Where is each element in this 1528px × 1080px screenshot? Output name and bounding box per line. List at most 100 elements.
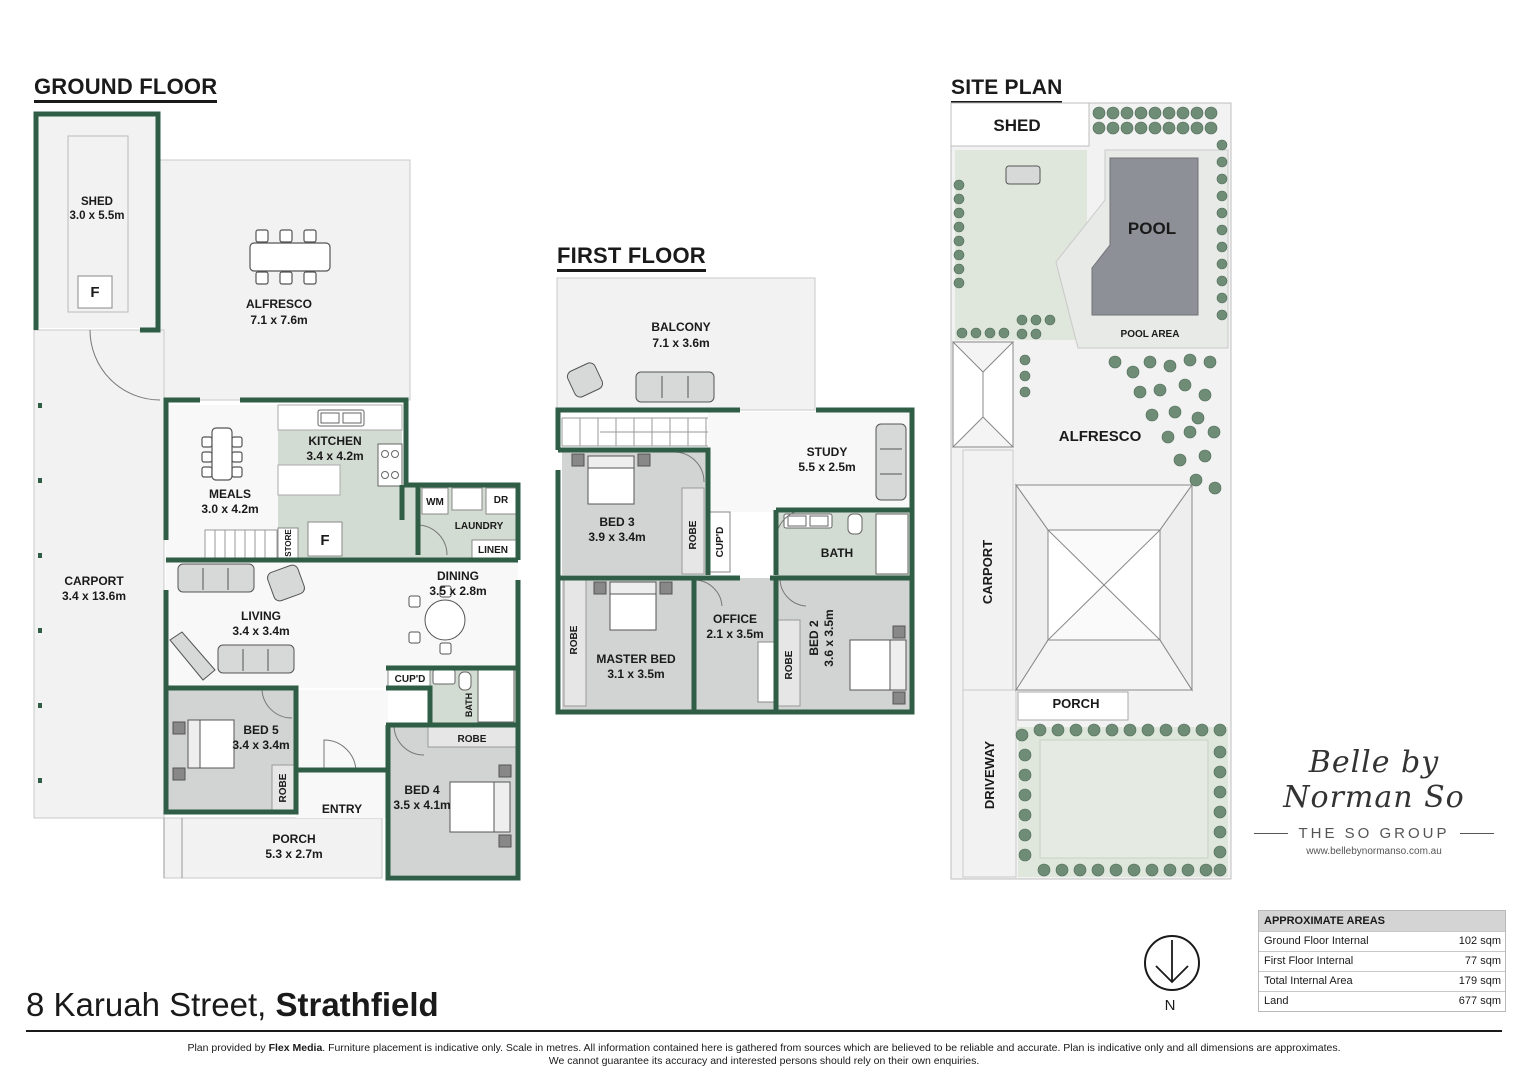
gf-cupd-label: CUP'D [395, 674, 426, 685]
bed2-nightstands [892, 625, 906, 705]
ff-door-arcs [673, 451, 807, 607]
living-dims: 3.4 x 3.4m [232, 624, 289, 638]
site-shed-furniture [1005, 165, 1041, 185]
ff-cupd-label: CUP'D [715, 527, 726, 558]
entry-door-arc [323, 739, 357, 773]
bed4-name: BED 4 [404, 783, 440, 797]
areas-row-value: 179 sqm [1458, 975, 1501, 987]
porch-area [163, 817, 383, 879]
areas-row-value: 677 sqm [1458, 995, 1501, 1007]
brand-script: Belle by Norman So [1283, 745, 1465, 815]
bed4-bed-icon [449, 781, 511, 833]
areas-row-label: Land [1264, 995, 1289, 1007]
brand-rule-right [1459, 833, 1494, 834]
footer-rule [26, 1030, 1502, 1032]
dining-table-icon [408, 585, 466, 655]
linen-label: LINEN [478, 545, 508, 556]
alfresco-table-icon [249, 229, 331, 285]
areas-row-label: First Floor Internal [1264, 955, 1354, 967]
site-porch-label: PORCH [1053, 696, 1100, 711]
porch-name: PORCH [272, 832, 315, 846]
carport-strip [962, 449, 1014, 691]
carport-dims: 3.4 x 13.6m [62, 589, 126, 603]
office-name: OFFICE [713, 612, 757, 626]
meals-table-icon [201, 427, 243, 481]
ground-floor-heading: GROUND FLOOR [34, 75, 218, 103]
disclaimer-line-1: Plan provided by Flex Media. Furniture p… [26, 1042, 1502, 1055]
master-bed-name: MASTER BED [596, 652, 676, 666]
site-carport-roof [951, 341, 1015, 448]
site-driveway-label: DRIVEWAY [982, 741, 997, 809]
bed2-dims: 3.6 x 3.5m [822, 609, 836, 666]
shed-fridge-label: F [90, 284, 99, 301]
entry-name: ENTRY [322, 802, 362, 816]
bed4-dims: 3.5 x 4.1m [393, 798, 450, 812]
site-shed-area [950, 102, 1090, 147]
site-porch-area [1017, 691, 1129, 721]
tv-unit-icon [169, 631, 216, 681]
brand-group-line: THE SO GROUP [1250, 825, 1498, 842]
dining-name: DINING [437, 569, 479, 583]
site-pool-area-label: POOL AREA [1121, 329, 1180, 340]
bed3-nightstands [571, 453, 651, 467]
site-shrubs [953, 106, 1228, 877]
balcony-dims: 7.1 x 3.6m [652, 336, 709, 350]
bed2-robe-label: ROBE [784, 650, 795, 679]
laundry-name: LAUNDRY [455, 521, 504, 532]
laundry-tub [451, 487, 483, 511]
kitchen-island [277, 464, 341, 496]
store-label: STORE [284, 529, 293, 557]
brand-group-name: THE SO GROUP [1298, 825, 1450, 842]
pool-water [1091, 157, 1199, 316]
bed5-bed-icon [187, 719, 235, 769]
cooktop-icon [377, 443, 403, 487]
site-shed-label: SHED [993, 116, 1040, 135]
site-house-roof [1015, 483, 1193, 692]
bed4-nightstands [498, 764, 512, 848]
driveway-strip [962, 689, 1017, 878]
ff-bath-name: BATH [821, 546, 853, 560]
meals-name: MEALS [209, 487, 251, 501]
alfresco-door-arc [89, 329, 161, 401]
balcony-armchair-icon [566, 362, 604, 398]
disclaimer-provider: Flex Media [268, 1042, 323, 1054]
kitchen-dims: 3.4 x 4.2m [306, 449, 363, 463]
study-dims: 5.5 x 2.5m [798, 460, 855, 474]
bed3-bed-icon [587, 455, 635, 505]
ff-bath-fixtures [783, 513, 909, 575]
address-street: 8 Karuah Street, [26, 986, 276, 1023]
disclaimer-line-2: We cannot guarantee its accuracy and int… [548, 1055, 980, 1067]
bed2-name: BED 2 [807, 620, 821, 656]
meals-dims: 3.0 x 4.2m [201, 502, 258, 516]
bed2-bed-icon [849, 639, 907, 691]
brand-logo: Belle by Norman So THE SO GROUP www.bell… [1250, 745, 1498, 857]
master-nightstands [593, 581, 673, 595]
shed-walls [33, 111, 161, 333]
balcony-name: BALCONY [651, 320, 710, 334]
areas-title: APPROXIMATE AREAS [1259, 911, 1505, 931]
first-floor-walls [555, 407, 915, 715]
address-suburb: Strathfield [275, 986, 439, 1023]
disclaimer: Plan provided by Flex Media. Furniture p… [26, 1042, 1502, 1068]
master-bed-icon [609, 581, 657, 631]
study-sofa-icon [875, 423, 907, 501]
laundry-door-arc [416, 524, 448, 556]
master-robe-label: ROBE [569, 625, 580, 654]
site-alfresco-label: ALFRESCO [1059, 428, 1142, 445]
shed-dims: 3.0 x 5.5m [70, 210, 125, 222]
bed4-robe-label: ROBE [458, 734, 487, 745]
bed3-dims: 3.9 x 3.4m [588, 530, 645, 544]
bed5-dims: 3.4 x 3.4m [232, 738, 289, 752]
gf-stairs [204, 529, 278, 559]
disclaimer-rest: . Furniture placement is indicative only… [322, 1042, 1341, 1054]
bed5-name: BED 5 [243, 723, 279, 737]
areas-row-value: 102 sqm [1458, 935, 1501, 947]
fridge-label: F [320, 532, 329, 549]
study-name: STUDY [807, 445, 848, 459]
alfresco-dims: 7.1 x 7.6m [250, 313, 307, 327]
